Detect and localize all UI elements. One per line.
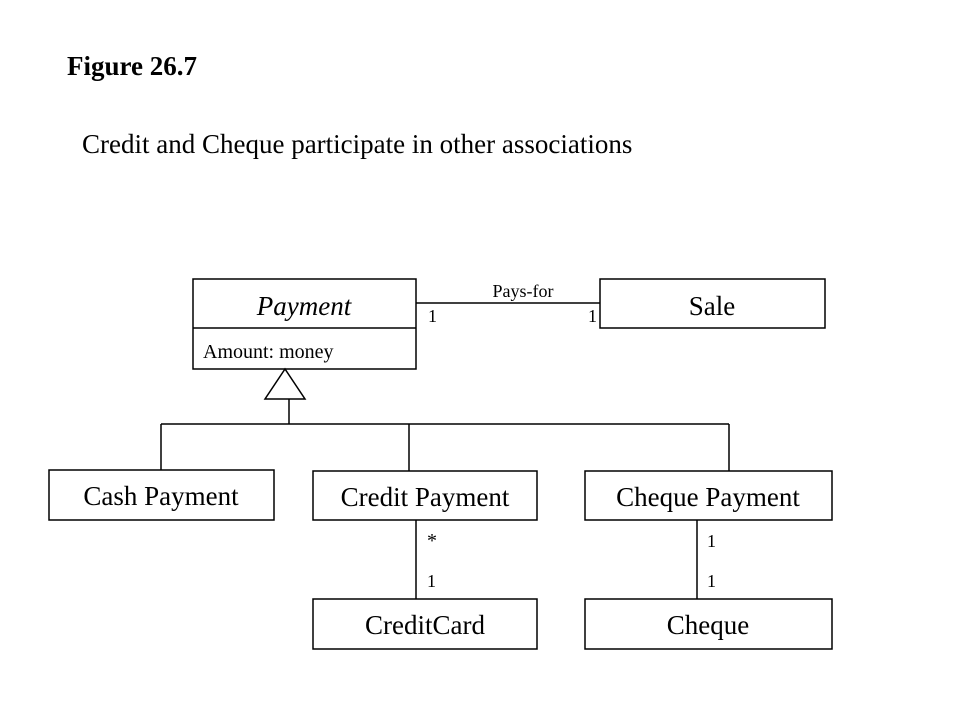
pays-for-label: Pays-for bbox=[493, 281, 554, 301]
class-credit-payment: Credit Payment bbox=[312, 470, 538, 521]
association-cheque: 1 1 bbox=[696, 520, 716, 599]
figure-caption: Credit and Cheque participate in other a… bbox=[82, 129, 633, 159]
class-credit-card: CreditCard bbox=[312, 598, 538, 650]
figure-title: Figure 26.7 bbox=[67, 51, 197, 81]
multiplicity-cheque-end: 1 bbox=[707, 571, 716, 591]
multiplicity-credit-payment-end: * bbox=[427, 530, 437, 552]
class-cheque-name: Cheque bbox=[667, 610, 749, 640]
generalization-triangle-icon bbox=[263, 367, 307, 400]
generalization bbox=[160, 367, 730, 471]
multiplicity-credit-card-end: 1 bbox=[427, 571, 436, 591]
class-credit-card-name: CreditCard bbox=[365, 610, 485, 640]
class-payment-name: Payment bbox=[256, 291, 353, 321]
class-cheque: Cheque bbox=[584, 598, 833, 650]
class-cash-payment-name: Cash Payment bbox=[83, 481, 239, 511]
class-cheque-payment-name: Cheque Payment bbox=[616, 482, 800, 512]
multiplicity-sale-end: 1 bbox=[588, 306, 597, 326]
association-credit: * 1 bbox=[415, 520, 437, 599]
multiplicity-payment-end: 1 bbox=[428, 306, 437, 326]
class-credit-payment-name: Credit Payment bbox=[341, 482, 510, 512]
class-sale-name: Sale bbox=[689, 291, 736, 321]
class-cash-payment: Cash Payment bbox=[48, 469, 275, 521]
class-payment: Payment Amount: money bbox=[192, 278, 417, 370]
multiplicity-cheque-payment-end: 1 bbox=[707, 531, 716, 551]
class-cheque-payment: Cheque Payment bbox=[584, 470, 833, 521]
class-payment-attribute: Amount: money bbox=[203, 341, 334, 363]
class-sale: Sale bbox=[599, 278, 826, 329]
association-pays-for: Pays-for 1 1 bbox=[416, 281, 600, 326]
